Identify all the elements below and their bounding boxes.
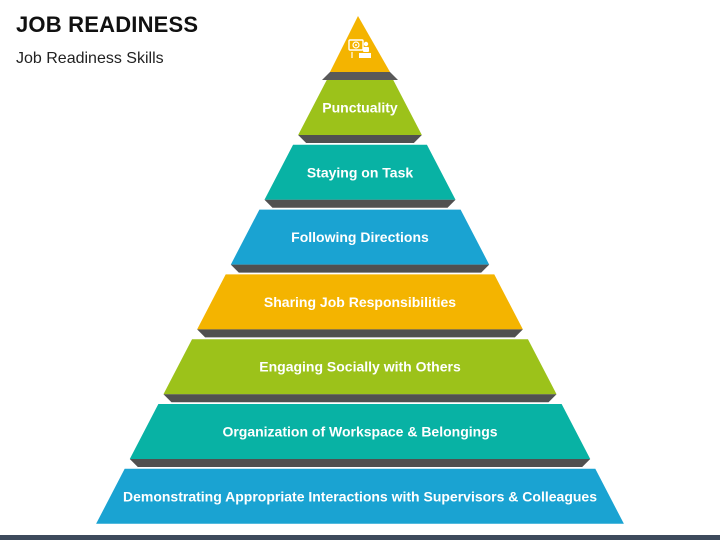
pyramid-tier-label: Following Directions	[291, 229, 429, 245]
pyramid-tier	[264, 144, 456, 200]
pyramid-tier-label: Punctuality	[322, 100, 398, 116]
pyramid-tier-label: Demonstrating Appropriate Interactions w…	[123, 488, 597, 504]
pyramid-tier	[163, 339, 557, 395]
bottom-bar	[0, 535, 720, 540]
pyramid-tier-label: Organization of Workspace & Belongings	[222, 424, 497, 440]
pyramid-tier-shadow	[129, 459, 591, 467]
pyramid-tier-label: Sharing Job Responsibilities	[264, 294, 456, 310]
pyramid-tier-label: Engaging Socially with Others	[259, 359, 461, 375]
pyramid-tier	[230, 209, 490, 265]
pyramid-tier	[197, 274, 523, 330]
pyramid-tier-label: Staying on Task	[307, 164, 414, 180]
page-subtitle: Job Readiness Skills	[16, 50, 164, 67]
pyramid-top-segment	[330, 16, 390, 72]
pyramid-tier-shadow	[298, 135, 422, 143]
pyramid-tier-shadow	[197, 329, 523, 338]
pyramid-tier-shadow	[264, 199, 456, 208]
pyramid-tier-shadow	[163, 394, 557, 403]
pyramid-tier	[129, 404, 591, 459]
page-title: JOB READINESS	[16, 12, 199, 37]
pyramid-tier	[96, 468, 624, 524]
pyramid-tier	[298, 80, 422, 135]
pyramid-tier-shadow	[230, 264, 490, 273]
target-and-person-icon	[348, 39, 371, 58]
pyramid-top-shadow	[322, 72, 398, 80]
